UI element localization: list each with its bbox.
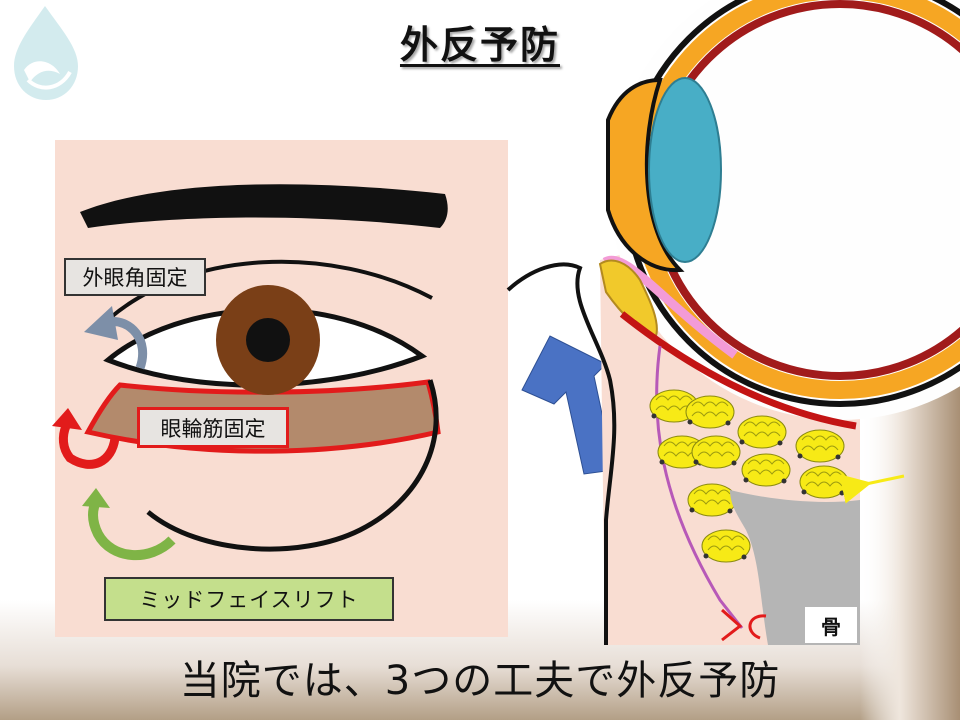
bone xyxy=(730,490,860,645)
label-lateral-canthus: 外眼角固定 xyxy=(64,258,206,296)
eyebrow xyxy=(80,184,448,228)
curved-arrow-red-icon xyxy=(52,408,120,469)
cheek-contour xyxy=(146,379,439,552)
page-title: 外反予防 xyxy=(399,23,560,67)
cornea xyxy=(648,77,722,263)
front-eye-panel xyxy=(52,140,508,637)
lid-wedge xyxy=(606,77,685,273)
yellow-left-arrow-icon xyxy=(839,474,905,504)
water-drop-logo-icon xyxy=(14,6,78,100)
curved-arrow-green-icon xyxy=(82,488,176,560)
lower-lid-retractor xyxy=(655,345,744,629)
right-gradient xyxy=(860,360,960,720)
pupil xyxy=(246,318,290,362)
skin-profile xyxy=(506,262,617,645)
label-bone: 骨 xyxy=(805,607,857,643)
curved-arrow-grey-icon xyxy=(84,306,148,370)
suture-icon xyxy=(721,608,767,642)
septum xyxy=(619,311,857,430)
caption: 当院では、3つの工夫で外反予防 xyxy=(179,658,781,704)
label-orbicularis: 眼輪筋固定 xyxy=(137,407,289,448)
cross-section-panel xyxy=(506,0,960,645)
label-midface-lift: ミッドフェイスリフト xyxy=(104,577,394,621)
